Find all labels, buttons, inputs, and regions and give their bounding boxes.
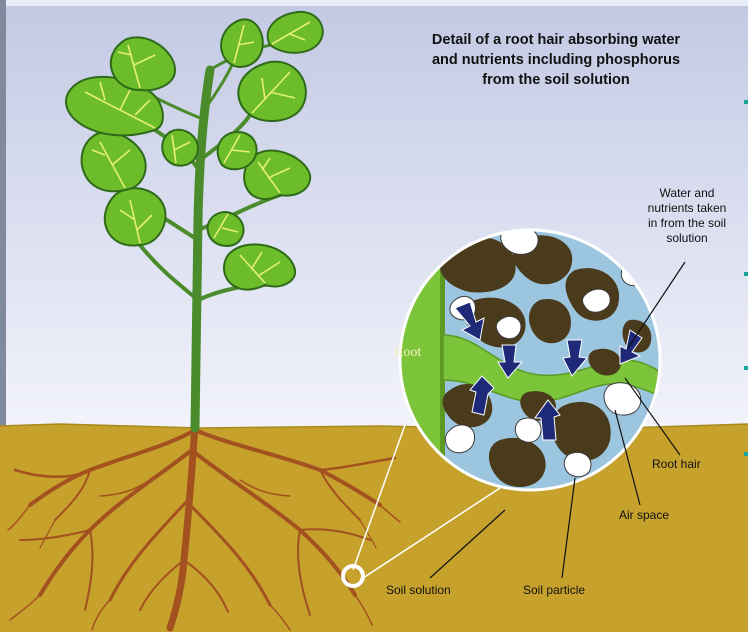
water-label-line: solution <box>626 231 748 246</box>
soil-particle-label: Soil particle <box>523 583 585 598</box>
title-line: Detail of a root hair absorbing water <box>386 30 726 50</box>
root-hair-label: Root hair <box>652 457 701 472</box>
leaf <box>105 188 166 245</box>
water-label-line: nutrients taken <box>626 201 748 216</box>
water-label-line: in from the soil <box>626 216 748 231</box>
soil-solution-label: Soil solution <box>386 583 451 598</box>
water-label: Water and nutrients taken in from the so… <box>626 186 748 246</box>
soil <box>0 424 748 632</box>
root-label: Root <box>394 345 421 360</box>
title-line: from the soil solution <box>386 70 726 90</box>
title-line: and nutrients including phosphorus <box>386 50 726 70</box>
diagram-title: Detail of a root hair absorbing water an… <box>386 30 726 90</box>
water-label-line: Water and <box>626 186 748 201</box>
water-label-clip: Water and nutrients taken in from the so… <box>626 186 748 256</box>
air-space-label: Air space <box>619 508 669 523</box>
